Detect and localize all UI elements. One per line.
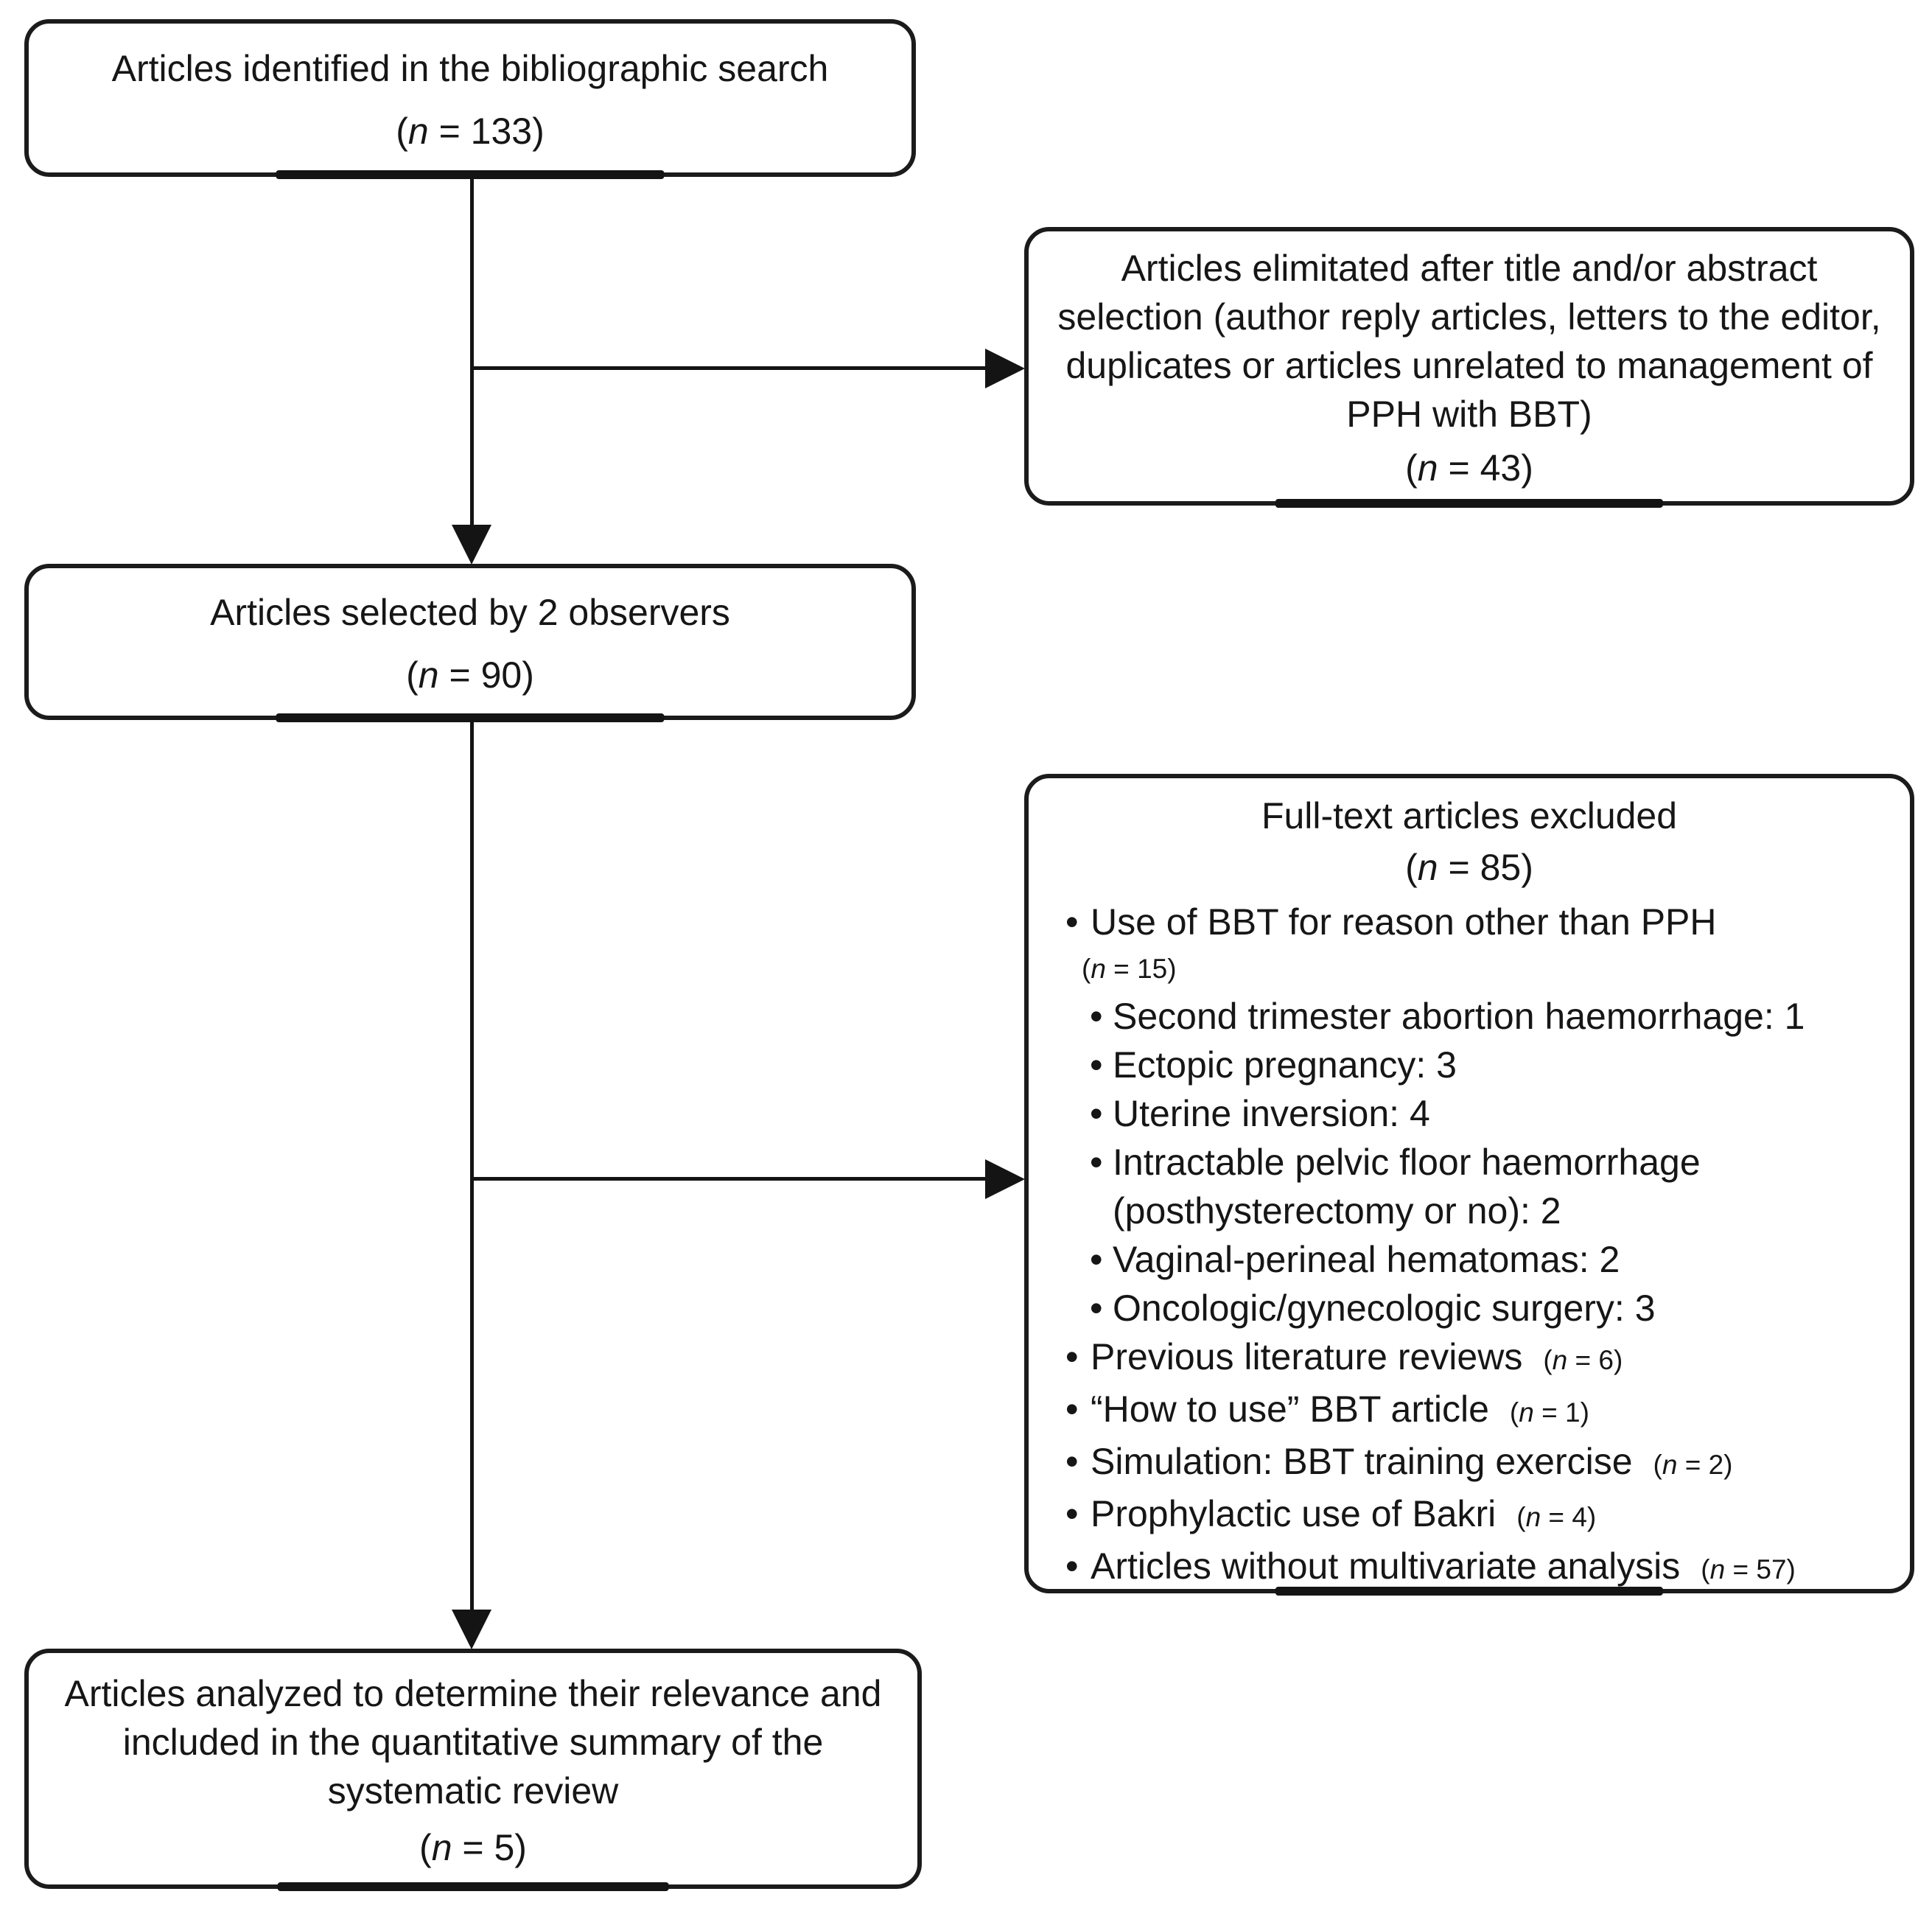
arrow-right-icon xyxy=(985,1159,1025,1199)
list-item: Simulation: BBT training exercise (n = 2) xyxy=(1029,1437,1910,1489)
box-articles-analyzed: Articles analyzed to determine their rel… xyxy=(24,1649,922,1889)
arrow-down-icon xyxy=(452,525,491,565)
box-articles-analyzed-text: Articles analyzed to determine their rel… xyxy=(64,1673,882,1812)
exclusion-reason-list: Use of BBT for reason other than PPH (n … xyxy=(1029,898,1910,1594)
list-subitem: Second trimester abortion haemorrhage: 1 xyxy=(1029,992,1910,1041)
arrow-line-selected-to-analyzed xyxy=(470,719,474,1613)
list-item-text: Simulation: BBT training exercise xyxy=(1091,1441,1633,1482)
box-articles-eliminated-text: Articles elimitated after title and/or a… xyxy=(1057,248,1881,435)
list-item: Use of BBT for reason other than PPH xyxy=(1029,898,1910,946)
list-subitem: Oncologic/gynecologic surgery: 3 xyxy=(1029,1284,1910,1332)
list-item-count: (n = 4) xyxy=(1516,1502,1597,1532)
list-subitem: Ectopic pregnancy: 3 xyxy=(1029,1041,1910,1089)
list-item-text: Prophylactic use of Bakri xyxy=(1091,1493,1497,1534)
arrow-line-to-excluded xyxy=(472,1177,987,1181)
arrow-line-identified-to-selected xyxy=(470,179,474,531)
box-articles-selected: Articles selected by 2 observers (n = 90… xyxy=(24,564,916,720)
list-subitem: Uterine inversion: 4 xyxy=(1029,1089,1910,1138)
box-fulltext-excluded: Full-text articles excluded (n = 85) Use… xyxy=(1024,774,1914,1593)
list-item: Previous literature reviews (n = 6) xyxy=(1029,1332,1910,1385)
box-articles-eliminated-count: (n = 43) xyxy=(1405,447,1533,489)
box-fulltext-excluded-title: Full-text articles excluded xyxy=(1261,795,1678,836)
box-articles-selected-count: (n = 90) xyxy=(406,654,534,696)
box-fulltext-excluded-count: (n = 85) xyxy=(1405,847,1533,888)
box-articles-identified-text: Articles identified in the bibliographic… xyxy=(111,48,829,89)
list-item-count: (n = 6) xyxy=(1543,1345,1623,1375)
list-subitem: Vaginal-perineal hematomas: 2 xyxy=(1029,1235,1910,1284)
box-articles-analyzed-count: (n = 5) xyxy=(419,1827,527,1868)
arrow-down-icon xyxy=(452,1610,491,1649)
list-item: Prophylactic use of Bakri (n = 4) xyxy=(1029,1489,1910,1542)
list-item-count: (n = 1) xyxy=(1509,1397,1589,1428)
list-item-count: (n = 57) xyxy=(1701,1554,1796,1585)
box-articles-selected-text: Articles selected by 2 observers xyxy=(210,592,730,633)
list-item: Articles without multivariate analysis (n… xyxy=(1029,1542,1910,1594)
box-articles-identified-count: (n = 133) xyxy=(396,111,545,152)
list-item-count: (n = 2) xyxy=(1653,1450,1733,1480)
list-item-count: (n = 15) xyxy=(1082,954,1177,984)
list-item-text: Use of BBT for reason other than PPH xyxy=(1091,901,1717,943)
list-item-text: Previous literature reviews xyxy=(1091,1336,1523,1377)
list-item-text: “How to use” BBT article xyxy=(1091,1388,1489,1430)
list-item: “How to use” BBT article (n = 1) xyxy=(1029,1385,1910,1437)
box-articles-eliminated: Articles elimitated after title and/or a… xyxy=(1024,227,1914,506)
arrow-line-to-eliminated xyxy=(472,366,987,370)
list-item-text: Articles without multivariate analysis xyxy=(1091,1545,1681,1587)
box-articles-identified: Articles identified in the bibliographic… xyxy=(24,19,916,177)
arrow-right-icon xyxy=(985,349,1025,388)
list-subitem: Intractable pelvic floor haemorrhage (po… xyxy=(1029,1138,1910,1235)
